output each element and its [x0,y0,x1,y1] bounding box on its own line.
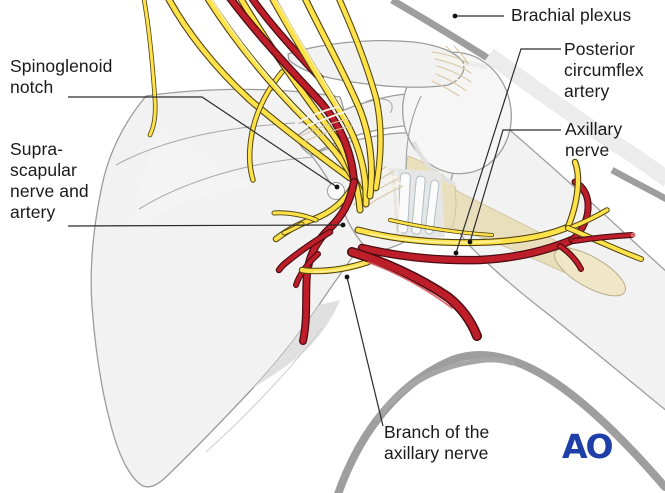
label-suprascapular-nerve-artery: Supra- scapular nerve and artery [10,139,89,222]
leader-posterior-circumflex [455,48,561,254]
ao-logo: AO [562,427,614,466]
axillary-artery-branches [347,158,644,341]
brachial-plexus-nerves [141,0,384,214]
deltoid-muscle-band [390,0,665,203]
label-brachial-plexus: Brachial plexus [511,5,632,25]
label-branch-axillary-nerve: Branch of the axillary nerve [384,422,490,463]
scapula [90,88,371,488]
spinoglenoid-notch-opening [327,182,345,200]
leader-lines [67,13,561,427]
leader-spinoglenoid-notch [68,96,338,188]
leader-axillary-nerve [469,129,561,243]
label-axillary-nerve: Axillary nerve [565,119,623,160]
leader-branch-axillary [346,276,384,427]
leader-suprascapular [67,224,344,227]
muscle-swoosh-band [334,351,665,493]
label-posterior-circumflex-artery: Posterior circumflex artery [564,39,644,101]
axillary-nerve-branch-lower [298,258,372,275]
label-spinoglenoid-notch: Spinoglenoid notch [10,56,113,97]
